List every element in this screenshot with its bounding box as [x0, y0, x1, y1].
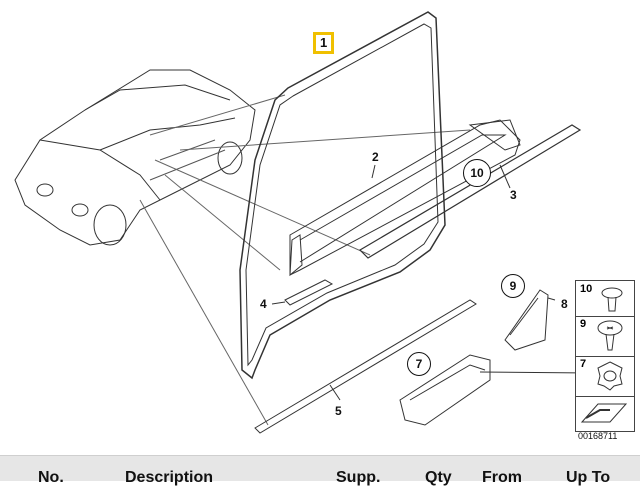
panel-label: 9	[580, 318, 587, 330]
column-from: From	[482, 469, 522, 486]
callout-9[interactable]: 9	[501, 274, 525, 298]
column-qty: Qty	[425, 469, 452, 486]
callout-2[interactable]: 2	[372, 150, 379, 164]
panel-cell-arrow	[576, 396, 634, 430]
column-supp: Supp.	[336, 469, 381, 486]
fastener-panel: 10 9 7	[575, 280, 635, 432]
panel-cell-9[interactable]: 9	[576, 316, 634, 357]
callout-1[interactable]: 1	[313, 32, 335, 54]
panel-cell-7[interactable]: 7	[576, 356, 634, 397]
drawing-number: 00168711	[578, 431, 618, 441]
diagram-drawing	[14, 11, 591, 434]
clip-icon	[601, 287, 623, 312]
callout-4[interactable]: 4	[260, 297, 267, 311]
car-outline	[14, 69, 256, 246]
column-up-to: Up To	[566, 469, 611, 486]
column-description: Description	[125, 469, 214, 486]
callout-5[interactable]: 5	[335, 404, 342, 418]
column-no: No.	[38, 469, 64, 486]
arrow-icon	[580, 403, 628, 423]
callout-8[interactable]: 8	[561, 297, 568, 311]
nut-icon	[597, 361, 623, 391]
parts-diagram: 1 2 3 4 5 6 7 8 9 10 10 9 7	[14, 11, 635, 441]
callout-10[interactable]: 10	[463, 159, 491, 187]
callout-3[interactable]: 3	[510, 188, 517, 202]
callout-7[interactable]: 7	[407, 352, 431, 376]
rivet-icon	[597, 320, 623, 351]
panel-label: 10	[580, 283, 593, 295]
panel-cell-10[interactable]: 10	[576, 281, 634, 317]
panel-label: 7	[580, 358, 587, 370]
parts-table-header: No. Description Supp. Qty From Up To	[0, 455, 640, 486]
